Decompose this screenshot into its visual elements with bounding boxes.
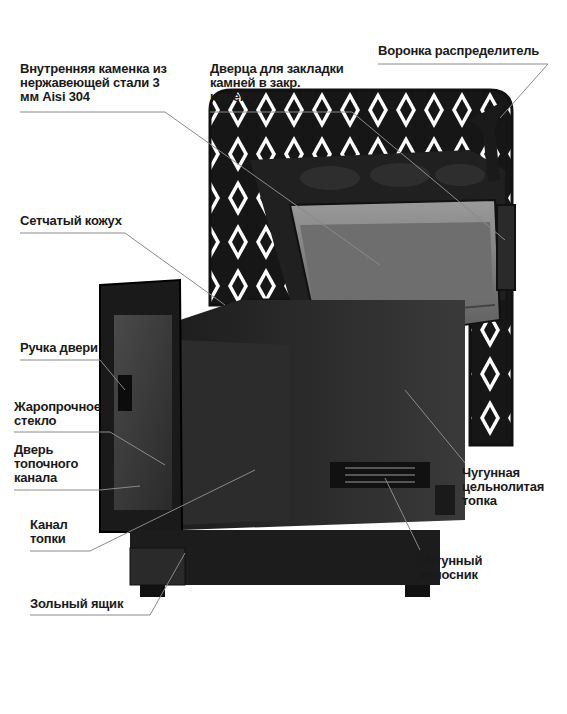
part-label: Внутренняя каменка из нержавеющей стали … — [20, 62, 170, 104]
part-label: Зольный ящик — [30, 597, 170, 611]
part-label: Чугунная цельнолитая топка — [462, 466, 557, 508]
part-label: Сетчатый кожух — [20, 214, 160, 228]
leader-lines — [14, 64, 548, 615]
part-label: Дверь топочного канала — [14, 443, 99, 485]
part-label: Воронка распределитель — [378, 44, 563, 58]
part-label: Канал топки — [30, 518, 90, 546]
part-label: Чугунный колосник — [420, 554, 520, 582]
part-label: Ручка двери — [20, 341, 130, 355]
part-label: Жаропрочное стекло — [14, 400, 114, 428]
part-label: Дверца для закладки камней в закр. камен… — [210, 62, 350, 104]
